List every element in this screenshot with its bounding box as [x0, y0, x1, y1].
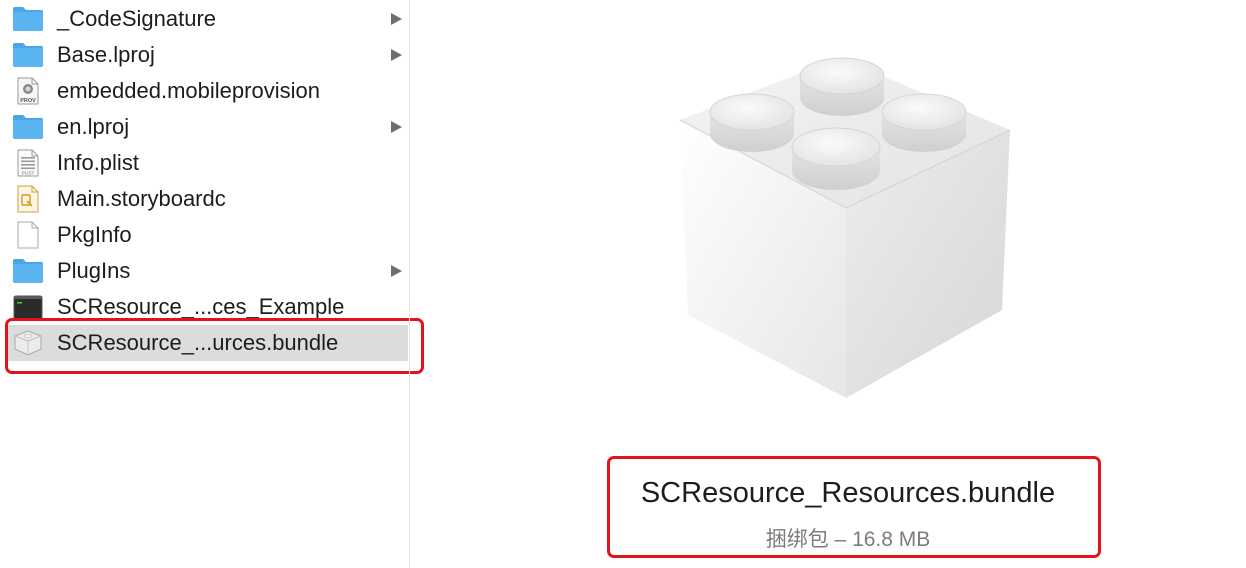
preview-info-annotation-box: SCResource_Resources.bundle 捆绑包 – 16.8 M…	[607, 456, 1101, 558]
file-name: Base.lproj	[57, 42, 155, 67]
disclosure-triangle-icon[interactable]	[391, 13, 402, 25]
file-name: _CodeSignature	[57, 6, 217, 31]
bundle-icon	[12, 329, 44, 357]
file-name: embedded.mobileprovision	[57, 78, 320, 103]
column-divider[interactable]	[409, 0, 410, 568]
file-name: SCResource_...urces.bundle	[57, 330, 339, 355]
disclosure-triangle-icon[interactable]	[391, 265, 402, 277]
file-row-selected[interactable]: SCResource_...urces.bundle	[6, 325, 408, 361]
file-name: Main.storyboardc	[57, 186, 226, 211]
file-row[interactable]: PlugIns	[0, 253, 409, 289]
file-row[interactable]: SCResource_...ces_Example	[0, 289, 409, 325]
file-name: en.lproj	[57, 114, 130, 139]
folder-icon	[12, 113, 44, 141]
preview-kind-and-size: 捆绑包 – 16.8 MB	[765, 528, 931, 551]
disclosure-triangle-icon[interactable]	[391, 121, 402, 133]
preview-pane: SCResource_Resources.bundle 捆绑包 – 16.8 M…	[410, 0, 1246, 568]
file-row[interactable]: en.lproj	[0, 109, 409, 145]
file-row[interactable]: Main.storyboardc	[0, 181, 409, 217]
icon-badge-text: PROV	[20, 98, 36, 104]
provisioning-profile-icon: PROV	[12, 77, 44, 105]
preview-file-name: SCResource_Resources.bundle	[640, 477, 1056, 509]
lego-brick-bundle-icon	[670, 50, 1030, 400]
file-name: Info.plist	[57, 150, 139, 175]
plist-file-icon: PLIST	[12, 149, 44, 177]
folder-icon	[12, 5, 44, 33]
file-name: PlugIns	[57, 258, 131, 283]
file-name: SCResource_...ces_Example	[57, 294, 345, 319]
file-row[interactable]: PkgInfo	[0, 217, 409, 253]
executable-terminal-icon	[12, 293, 44, 321]
file-row[interactable]: PROV embedded.mobileprovision	[0, 73, 409, 109]
folder-icon	[12, 41, 44, 69]
file-row[interactable]: Base.lproj	[0, 37, 409, 73]
disclosure-triangle-icon[interactable]	[391, 49, 402, 61]
blank-document-icon	[12, 221, 44, 249]
icon-badge-text: PLIST	[22, 171, 35, 176]
file-name: PkgInfo	[57, 222, 132, 247]
storyboard-file-icon	[12, 185, 44, 213]
file-column: _CodeSignature Base.lproj	[0, 0, 424, 568]
file-list: _CodeSignature Base.lproj	[0, 1, 409, 361]
file-row[interactable]: _CodeSignature	[0, 1, 409, 37]
folder-icon	[12, 257, 44, 285]
file-row[interactable]: PLIST Info.plist	[0, 145, 409, 181]
